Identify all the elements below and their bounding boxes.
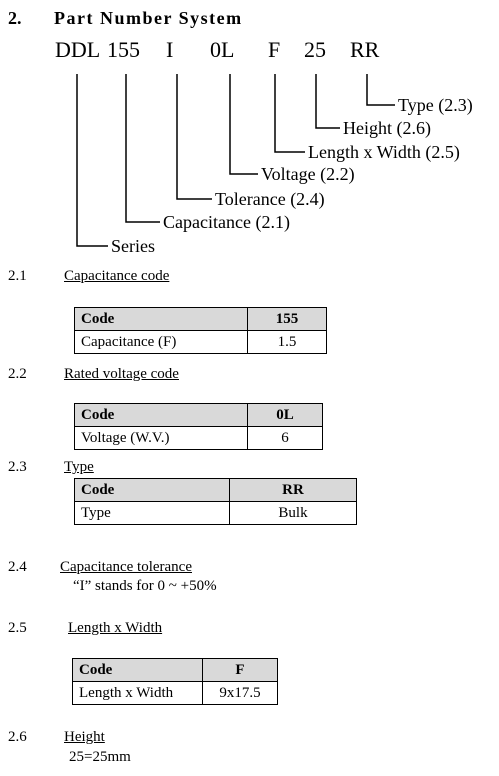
table-row: Voltage (W.V.) 6 (74, 426, 323, 450)
connector-capacitance (125, 74, 160, 223)
part-number-diagram (76, 74, 395, 247)
label-tolerance: Tolerance (2.4) (215, 189, 325, 209)
table-header-row: Code 155 (74, 307, 327, 331)
table-cell: Code (72, 658, 203, 682)
section-title: Type (64, 459, 94, 475)
pn-code-tolerance: I (166, 37, 174, 62)
table-header-row: Code 0L (74, 403, 323, 427)
table-row: Type Bulk (74, 501, 357, 525)
label-size: Length x Width (2.5) (308, 142, 460, 162)
pn-code-size: F (268, 37, 281, 62)
section-title: Height (64, 729, 105, 745)
height-note: 25=25mm (69, 749, 131, 765)
pn-code-height: 25 (304, 37, 326, 62)
label-height: Height (2.6) (343, 118, 431, 138)
section-number: 2. (8, 8, 22, 28)
type-table: Code RR Type Bulk (74, 478, 357, 525)
table-cell: RR (229, 478, 357, 502)
label-capacitance: Capacitance (2.1) (163, 212, 290, 232)
section-title: Part Number System (54, 8, 243, 28)
table-cell: Code (74, 307, 248, 331)
table-cell: Type (74, 501, 230, 525)
table-cell: Capacitance (F) (74, 330, 248, 354)
section-title: Capacitance code (64, 268, 170, 284)
table-header-row: Code RR (74, 478, 357, 502)
label-type: Type (2.3) (398, 95, 473, 115)
table-cell: Bulk (229, 501, 357, 525)
table-cell: 1.5 (247, 330, 327, 354)
table-row: Capacitance (F) 1.5 (74, 330, 327, 354)
table-cell: F (202, 658, 278, 682)
table-cell: 6 (247, 426, 323, 450)
section-number: 2.4 (8, 559, 27, 575)
connector-type (366, 74, 395, 106)
table-header-row: Code F (72, 658, 278, 682)
pn-code-type: RR (350, 37, 380, 62)
capacitance-table: Code 155 Capacitance (F) 1.5 (74, 307, 327, 354)
connector-series (76, 74, 108, 247)
table-cell: Code (74, 478, 230, 502)
table-row: Length x Width 9x17.5 (72, 681, 278, 705)
label-voltage: Voltage (2.2) (261, 164, 355, 184)
voltage-table: Code 0L Voltage (W.V.) 6 (74, 403, 323, 450)
table-cell: Length x Width (72, 681, 203, 705)
table-cell: 155 (247, 307, 327, 331)
section-number: 2.6 (8, 729, 27, 745)
label-series: Series (111, 236, 155, 256)
connector-size (274, 74, 305, 153)
pn-code-capacitance: 155 (107, 37, 140, 62)
table-cell: 0L (247, 403, 323, 427)
section-number: 2.1 (8, 268, 27, 284)
pn-code-voltage: 0L (210, 37, 235, 62)
table-cell: 9x17.5 (202, 681, 278, 705)
size-table: Code F Length x Width 9x17.5 (72, 658, 278, 705)
section-title: Capacitance tolerance (60, 559, 192, 575)
pn-code-series: DDL (55, 37, 101, 62)
connector-voltage (229, 74, 258, 175)
connector-tolerance (176, 74, 212, 200)
table-cell: Code (74, 403, 248, 427)
section-number: 2.2 (8, 366, 27, 382)
section-number: 2.3 (8, 459, 27, 475)
tolerance-note: “I” stands for 0 ~ +50% (73, 578, 217, 594)
connector-height (315, 74, 340, 129)
section-title: Rated voltage code (64, 366, 179, 382)
table-cell: Voltage (W.V.) (74, 426, 248, 450)
section-number: 2.5 (8, 620, 27, 636)
section-title: Length x Width (68, 620, 163, 636)
